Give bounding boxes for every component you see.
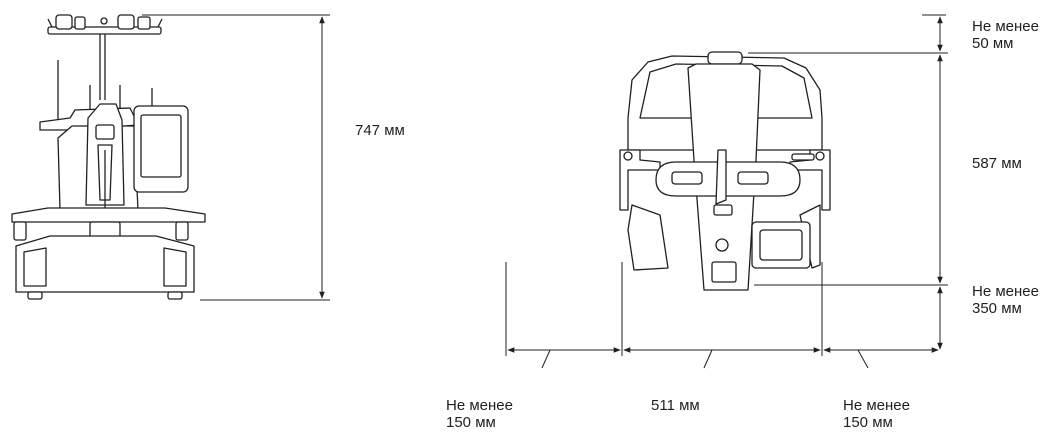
- label-height-top: 587 мм: [972, 155, 1022, 172]
- label-right-clearance: Не менее 150 мм: [843, 397, 910, 431]
- label-left-clearance-line2: 150 мм: [446, 414, 496, 431]
- label-rear-clearance-line1: Не менее: [972, 283, 1039, 300]
- height-dimension-front: [142, 14, 330, 301]
- label-left-clearance: Не менее 150 мм: [446, 397, 513, 431]
- label-top-clearance-line2: 50 мм: [972, 35, 1014, 52]
- label-width: 511 мм: [651, 397, 700, 414]
- label-right-clearance-line1: Не менее: [843, 397, 910, 414]
- label-height-front: 747 мм: [355, 122, 405, 139]
- label-left-clearance-line1: Не менее: [446, 397, 513, 414]
- label-rear-clearance-line2: 350 мм: [972, 300, 1022, 317]
- machine-front-view: [11, 14, 206, 300]
- label-rear-clearance: Не менее 350 мм: [972, 283, 1039, 317]
- label-top-clearance-line1: Не менее: [972, 18, 1039, 35]
- label-right-clearance-line2: 150 мм: [843, 414, 893, 431]
- label-top-clearance: Не менее 50 мм: [972, 18, 1039, 52]
- machine-top-view: [619, 51, 831, 291]
- dimension-lines-top-view: [505, 14, 948, 369]
